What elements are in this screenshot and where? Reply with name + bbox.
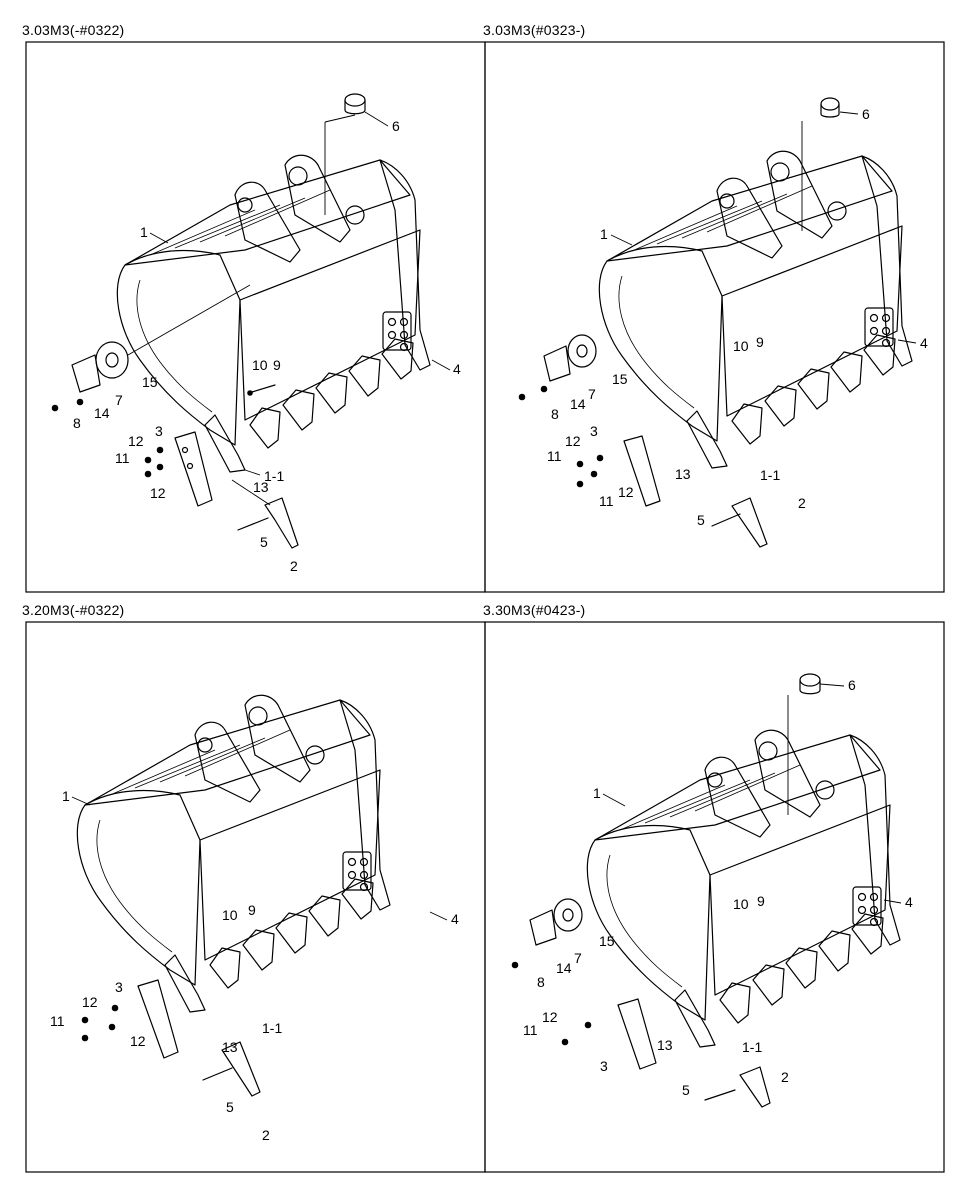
callout-label: 1 — [62, 788, 70, 804]
callout-label: 3 — [155, 423, 163, 439]
callout-label: 4 — [920, 335, 928, 351]
callout-label: 4 — [905, 894, 913, 910]
callouts-3: 1 4 10 9 3 12 11 12 1-1 13 5 2 — [50, 788, 459, 1143]
panel-title-1: 3.03M3(-#0322) — [22, 22, 125, 38]
callout-label: 12 — [565, 433, 581, 449]
panel-frame-2 — [484, 41, 945, 593]
callout-label: 13 — [675, 466, 691, 482]
callouts-2: 6 1 4 15 7 8 14 10 9 3 12 11 12 11 13 1-… — [547, 106, 928, 528]
callout-label: 4 — [451, 911, 459, 927]
callout-label: 2 — [798, 495, 806, 511]
callout-label: 6 — [862, 106, 870, 122]
callout-label: 11 — [523, 1022, 538, 1038]
callout-label: 10 — [733, 338, 749, 354]
callout-label: 9 — [273, 357, 281, 373]
callout-label: 13 — [657, 1037, 673, 1053]
callout-label: 9 — [248, 902, 256, 918]
callout-label: 3 — [590, 423, 598, 439]
callout-label: 12 — [82, 994, 98, 1010]
callout-label: 5 — [682, 1082, 690, 1098]
callout-label: 2 — [262, 1127, 270, 1143]
callout-label: 12 — [618, 484, 634, 500]
bucket-drawing-2 — [518, 97, 913, 548]
callout-label: 9 — [756, 334, 764, 350]
callout-label: 11 — [50, 1013, 65, 1029]
callout-label: 11 — [599, 493, 614, 509]
callout-label: 3 — [115, 979, 123, 995]
callout-label: 6 — [848, 677, 856, 693]
callout-label: 14 — [556, 960, 572, 976]
callout-label: 2 — [290, 558, 298, 574]
callouts-4: 6 1 4 10 9 15 7 14 8 12 11 3 13 1-1 5 2 — [523, 677, 913, 1098]
callout-label: 1-1 — [742, 1039, 762, 1055]
callout-label: 15 — [142, 374, 158, 390]
callout-label: 11 — [115, 450, 130, 466]
callout-label: 12 — [128, 433, 144, 449]
panel-title-3: 3.20M3(-#0322) — [22, 602, 125, 618]
callout-label: 10 — [222, 907, 238, 923]
callout-label: 5 — [697, 512, 705, 528]
callout-label: 7 — [588, 386, 596, 402]
panel-title-2: 3.03M3(#0323-) — [483, 22, 586, 38]
callout-label: 12 — [130, 1033, 146, 1049]
callout-label: 10 — [252, 357, 268, 373]
callout-label: 2 — [781, 1069, 789, 1085]
callout-label: 1-1 — [262, 1020, 282, 1036]
callout-label: 1 — [600, 226, 608, 242]
callout-label: 7 — [574, 950, 582, 966]
panel-title-4: 3.30M3(#0423-) — [483, 602, 586, 618]
callout-label: 7 — [115, 392, 123, 408]
callout-label: 15 — [612, 371, 628, 387]
callout-label: 1 — [593, 785, 601, 801]
bucket-drawing-1 — [51, 93, 431, 549]
bucket-drawing-3 — [76, 694, 391, 1097]
callout-label: 14 — [570, 396, 586, 412]
callout-label: 14 — [94, 405, 110, 421]
callout-label: 6 — [392, 118, 400, 134]
callout-label: 1 — [140, 224, 148, 240]
callout-label: 8 — [537, 974, 545, 990]
callout-label: 4 — [453, 361, 461, 377]
callout-label: 10 — [733, 896, 749, 912]
callout-label: 3 — [600, 1058, 608, 1074]
callout-label: 8 — [73, 415, 81, 431]
callout-label: 13 — [253, 479, 269, 495]
callout-label: 12 — [542, 1009, 558, 1025]
panel-frame-3 — [25, 621, 486, 1173]
callout-label: 5 — [226, 1099, 234, 1115]
bucket-drawing-4 — [511, 673, 901, 1108]
callout-label: 1-1 — [760, 467, 780, 483]
callouts-1: 1 6 15 7 14 8 10 9 4 3 12 11 12 1-1 13 5… — [73, 111, 461, 574]
callout-label: 8 — [551, 406, 559, 422]
callout-label: 12 — [150, 485, 166, 501]
callout-label: 13 — [222, 1039, 238, 1055]
callout-label: 15 — [599, 933, 615, 949]
callout-label: 1-1 — [264, 468, 284, 484]
panel-frame-4 — [484, 621, 945, 1173]
callout-label: 9 — [757, 893, 765, 909]
callout-label: 11 — [547, 448, 562, 464]
callout-label: 5 — [260, 534, 268, 550]
